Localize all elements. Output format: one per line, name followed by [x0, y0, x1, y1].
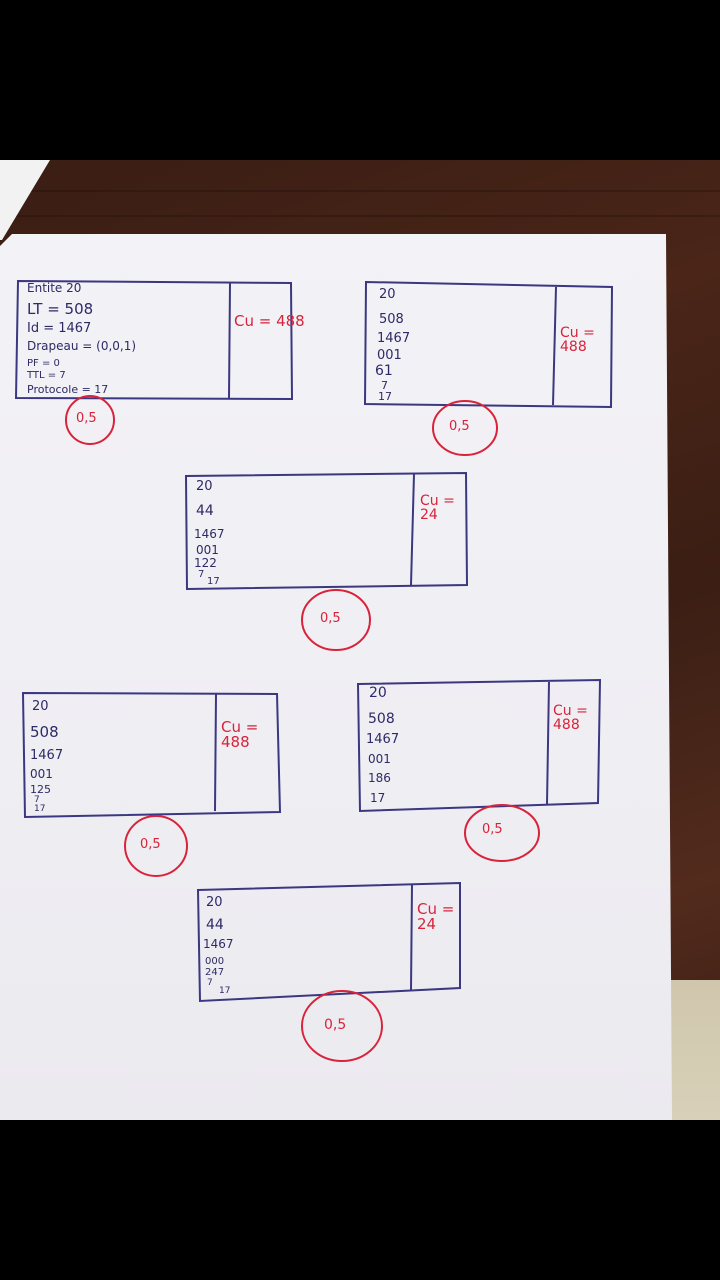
grade-circle-2 — [432, 400, 498, 456]
box-5-result: Cu = 488 — [553, 703, 588, 733]
box-4-line-4: 001 — [30, 767, 53, 781]
box-6-outline — [196, 881, 461, 1003]
box-4-line-6: 7 — [34, 795, 40, 805]
box-2-grade: 0,5 — [449, 419, 470, 434]
box-5-line-2: 508 — [368, 711, 395, 727]
box-3-divider — [410, 473, 415, 586]
box-1-outline — [14, 279, 294, 401]
box-2-line-1: 20 — [379, 287, 396, 302]
box-2-line-5: 61 — [375, 363, 393, 379]
box-5-line-6: 17 — [370, 791, 386, 805]
box-1-line-7: Protocole = 17 — [27, 383, 109, 396]
box-2-divider — [552, 286, 557, 406]
box-3-line-6: 7 — [198, 569, 205, 580]
box-6-line-6: 7 — [207, 978, 213, 988]
box-1-line-1: Entite 20 — [27, 281, 82, 295]
box-5-line-5: 186 — [368, 771, 391, 785]
box-6-divider — [410, 883, 413, 991]
box-3-line-5: 122 — [194, 556, 217, 570]
box-3-line-7: 17 — [207, 576, 220, 587]
paper-sheet — [0, 234, 672, 1120]
box-4-divider — [214, 693, 217, 812]
box-4-line-2: 508 — [30, 723, 59, 741]
box-1-result: Cu = 488 — [234, 312, 305, 330]
wood-grain — [0, 215, 720, 217]
box-1-line-3: Id = 1467 — [27, 321, 92, 336]
box-3-grade: 0,5 — [320, 611, 341, 626]
box-6-line-1: 20 — [206, 895, 223, 910]
box-3-outline — [184, 471, 469, 591]
box-4-line-3: 1467 — [30, 748, 64, 763]
box-5-outline — [356, 678, 602, 813]
box-1-line-6: TTL = 7 — [27, 370, 66, 381]
box-2-line-4: 001 — [377, 348, 402, 363]
box-2-outline — [363, 280, 614, 409]
box-1-line-2: LT = 508 — [27, 300, 94, 318]
box-6-line-5: 247 — [205, 967, 225, 978]
box-1-line-4: Drapeau = (0,0,1) — [27, 339, 137, 353]
box-4-outline — [21, 691, 282, 819]
box-3-line-4: 001 — [196, 543, 219, 557]
box-3-line-1: 20 — [196, 479, 213, 494]
wood-grain — [0, 190, 720, 192]
box-6-line-7: 17 — [219, 986, 231, 996]
box-5-divider — [546, 681, 550, 805]
photo — [0, 160, 720, 1120]
box-3-line-3: 1467 — [194, 527, 225, 541]
grade-circle-4 — [124, 815, 188, 877]
grade-circle-6 — [301, 990, 383, 1062]
grade-circle-5 — [464, 804, 540, 862]
box-6-result: Cu = 24 — [417, 900, 455, 933]
box-2-line-2: 508 — [379, 312, 404, 327]
box-4-line-7: 17 — [34, 804, 46, 814]
grade-circle-3 — [301, 589, 371, 651]
box-5-line-4: 001 — [368, 752, 391, 766]
box-6-line-4: 000 — [205, 956, 225, 967]
box-2-line-7: 17 — [378, 390, 392, 403]
box-4-line-1: 20 — [32, 699, 49, 714]
box-3-line-2: 44 — [196, 503, 214, 519]
grade-circle-1 — [65, 395, 115, 445]
box-5-line-3: 1467 — [366, 732, 400, 747]
box-5-line-1: 20 — [369, 685, 387, 701]
box-1-divider — [228, 282, 231, 399]
box-6-line-2: 44 — [206, 917, 224, 933]
box-4-result: Cu = 488 — [221, 718, 259, 751]
box-2-line-6: 7 — [381, 379, 388, 392]
box-1-line-5: PF = 0 — [27, 358, 60, 369]
box-5-grade: 0,5 — [482, 822, 503, 837]
box-3-result: Cu = 24 — [420, 493, 455, 523]
box-2-line-3: 1467 — [377, 331, 411, 346]
box-4-grade: 0,5 — [140, 837, 161, 852]
box-6-line-3: 1467 — [203, 937, 234, 951]
box-2-result: Cu = 488 — [560, 325, 595, 355]
box-4-line-5: 125 — [30, 783, 51, 796]
box-1-grade: 0,5 — [76, 411, 97, 426]
box-6-grade: 0,5 — [324, 1017, 347, 1033]
